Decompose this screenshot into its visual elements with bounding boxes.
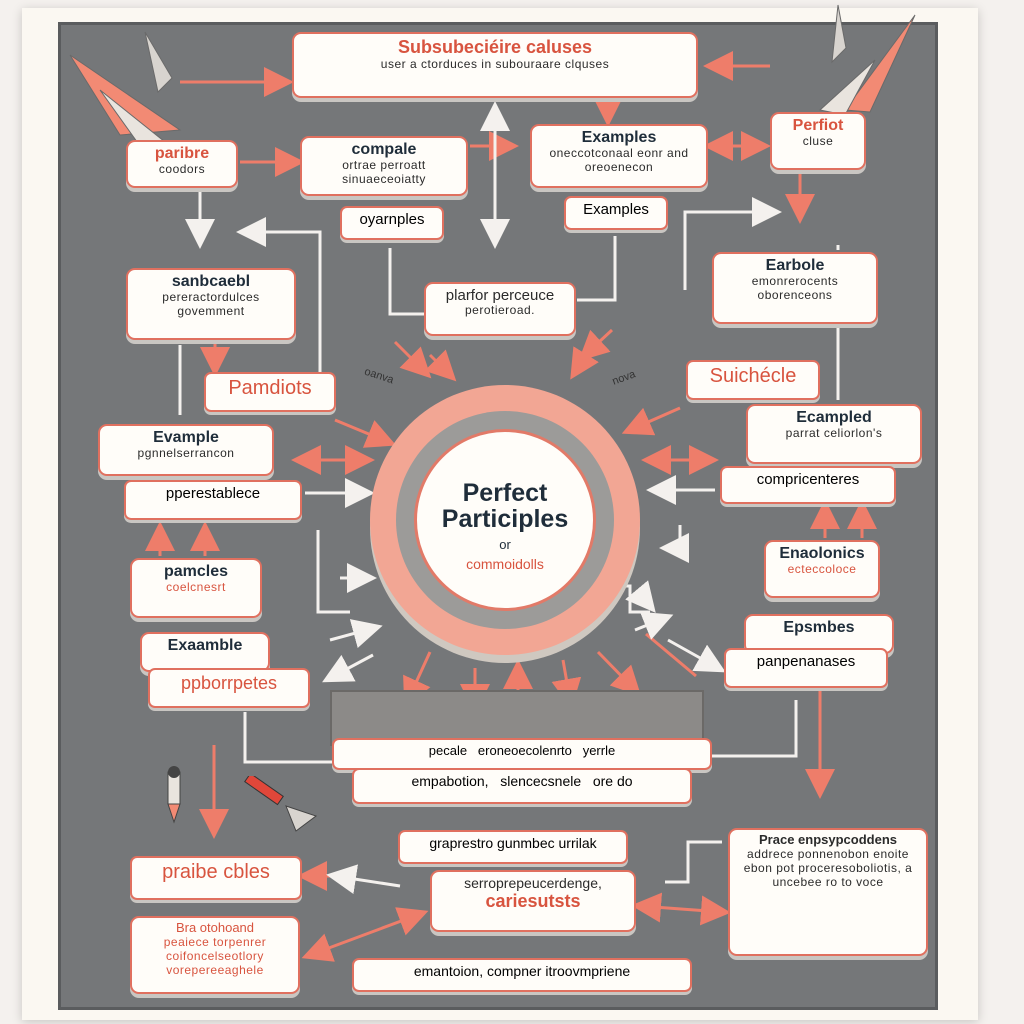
mid-box-plarfor-perceuce: plarfor perceuce perotieroad. [424,282,576,336]
left-pill-praibe-cbles: praibe cbles [130,856,302,900]
right-box-perfiot: Perfiot cluse [770,112,866,170]
mid-box-compale: compale ortrae perroatt sinuaeceoiatty [300,136,468,196]
bottom-box-graprestro: graprestro gunmbec urrilak [398,830,628,864]
right-box-enaolonics: Enaolonics ecteccoloce [764,540,880,598]
mid-pill-examples-2: Examples [564,196,668,230]
left-pill-pamdiots: Pamdiots [204,372,336,412]
left-box-bra-otohoand: Bra otohoand peaiece torpenrer coifoncel… [130,916,300,994]
left-box-exaamble: Exaamble [140,632,270,672]
bottom-strip-2: empabotion, slencecsnele ore do [352,768,692,804]
bottom-box-cariesutsts: serroprepeucerdenge, cariesutsts [430,870,636,932]
right-box-ecampled: Ecampled parrat celiorlon's [746,404,922,464]
hub-ring: Perfect Participles or commoidolls [396,411,614,629]
central-hub: Perfect Participles or commoidolls [370,385,640,655]
hub-subtitle: commoidolls [417,556,593,572]
right-pill-compricenteres: compricenteres [720,466,896,504]
hub-connector: or [417,537,593,552]
left-pill-pperestablece: pperestablece [124,480,302,520]
mid-pill-oyarnples: oyarnples [340,206,444,240]
left-pill-ppborrpetes: ppborrpetes [148,668,310,708]
marker-icon [236,776,326,836]
top-box-subordinate-clauses: Subsubeciéire caluses user a ctorduces i… [292,32,698,98]
left-box-evample: Evample pgnnelserrancon [98,424,274,476]
left-box-paribre: paribre coodors [126,140,238,188]
pencil-icon [150,762,200,832]
bottom-strip-emantoion: emantoion, compner itroovmpriene [352,958,692,992]
left-box-sanbcaebl: sanbcaebl pereractordulces govemment [126,268,296,340]
right-pill-panpenanases: panpenanases [724,648,888,688]
right-pill-suichecle: Suichécle [686,360,820,400]
mid-box-examples-1: Examples oneccotconaal eonr and oreoenec… [530,124,708,188]
hub-title: Perfect Participles [417,480,593,533]
right-box-prace: Prace enpsypcoddens addrece ponnenobon e… [728,828,928,956]
hub-core: Perfect Participles or commoidolls [414,429,596,611]
right-box-earbole: Earbole emonrerocents oborenceons [712,252,878,324]
bottom-strip-1: pecale eroneoecolenrto yerrle [332,738,712,770]
left-box-pamcles: pamcles coelcnesrt [130,558,262,618]
